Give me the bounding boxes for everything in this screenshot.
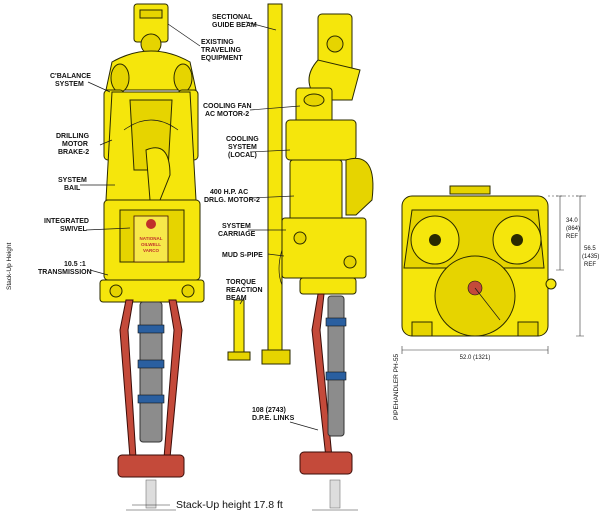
label-bail-1: SYSTEM (58, 177, 87, 184)
label-traveling-1: EXISTING (201, 39, 234, 46)
label-cooling-fan-2: AC MOTOR-2 (205, 111, 249, 118)
label-cbalance-1: C'BALANCE (50, 73, 91, 80)
label-swivel-2: SWIVEL (60, 226, 88, 233)
logo-text-3: VARCO (143, 248, 159, 253)
label-links-2: D.P.E. LINKS (252, 415, 295, 422)
label-motor-2: DRLG. MOTOR-2 (204, 197, 260, 204)
label-links-1: 108 (2743) (252, 407, 286, 414)
side-leaders (239, 21, 319, 431)
label-carriage-1: SYSTEM (222, 223, 251, 230)
dim-height-2: (864) (566, 226, 580, 232)
label-motor-1: 400 H.P. AC (210, 189, 248, 196)
dim-height-3: REF (566, 234, 578, 240)
stackup-height-caption: Stack-Up height 17.8 ft (176, 499, 283, 511)
logo-text-1: NATIONAL (140, 236, 163, 241)
label-cooling-2: SYSTEM (228, 144, 257, 151)
dim-height-1: 34.0 (566, 218, 578, 224)
label-cooling-3: (LOCAL) (228, 152, 257, 159)
side-view (227, 3, 374, 511)
stackup-side-label: Stack-Up Height (6, 242, 13, 290)
top-view-labels: 34.0 (864) REF 56.5 (1435) REF 52.0 (132… (393, 218, 599, 420)
front-labels: C'BALANCE SYSTEM DRILLING MOTOR BRAKE-2 … (38, 73, 92, 276)
label-traveling-2: TRAVELING (201, 47, 241, 54)
front-leaders (80, 23, 201, 276)
label-torque-3: BEAM (226, 295, 247, 302)
label-cooling-1: COOLING (226, 136, 259, 143)
label-drilling-3: BRAKE-2 (58, 149, 89, 156)
dim-total-3: REF (584, 262, 596, 268)
label-cooling-fan-1: COOLING FAN (203, 103, 252, 110)
dim-total-2: (1435) (582, 254, 599, 260)
front-view: NATIONAL OILWELL VARCO (99, 3, 205, 511)
label-transmission-1: 10.5 :1 (64, 261, 86, 268)
label-cbalance-2: SYSTEM (55, 81, 84, 88)
label-swivel-1: INTEGRATED (44, 218, 89, 225)
top-view (401, 185, 557, 337)
side-labels: SECTIONAL GUIDE BEAM EXISTING TRAVELING … (201, 14, 295, 422)
label-bail-2: BAIL (64, 185, 81, 192)
label-transmission-2: TRANSMISSION (38, 269, 92, 276)
top-view-dimensions (401, 195, 586, 354)
pipehandler-label: PIPEHANDLER PH-55 (393, 354, 400, 420)
label-traveling-3: EQUIPMENT (201, 55, 243, 62)
logo-text-2: OILWELL (141, 242, 161, 247)
dim-width: 52.0 (1321) (460, 355, 491, 361)
label-drilling-2: MOTOR (62, 141, 88, 148)
label-guide-beam-2: GUIDE BEAM (212, 22, 257, 29)
label-carriage-2: CARRIAGE (218, 231, 256, 238)
label-drilling-1: DRILLING (56, 133, 90, 140)
label-guide-beam-1: SECTIONAL (212, 14, 253, 21)
label-torque-2: REACTION (226, 287, 263, 294)
dim-total-1: 56.5 (584, 246, 596, 252)
label-torque-1: TORQUE (226, 279, 256, 286)
label-mud-pipe: MUD S-PIPE (222, 252, 263, 259)
